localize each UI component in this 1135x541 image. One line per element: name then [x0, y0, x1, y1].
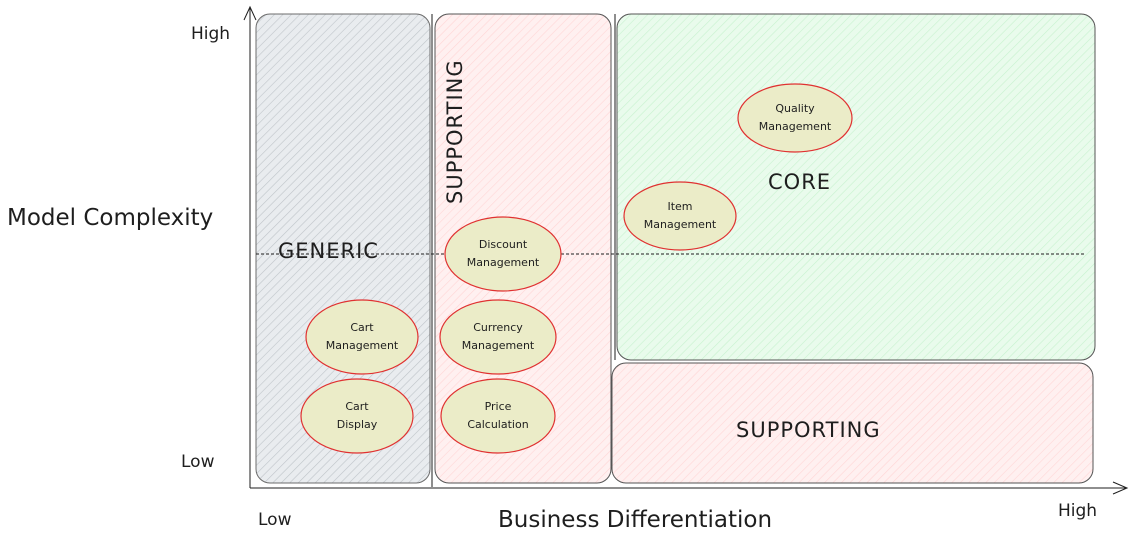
node-shape-discount-management — [444, 216, 562, 292]
zone-core — [616, 13, 1096, 361]
y-axis-arrow — [243, 5, 257, 21]
node-shape-quality-management — [737, 83, 853, 153]
node-shape-currency-management — [439, 299, 557, 375]
node-shape-cart-display — [300, 378, 414, 454]
node-shape-price-calculation — [440, 378, 556, 454]
y-axis-high-label: High — [191, 24, 231, 44]
x-axis-title: Business Differentiation — [498, 507, 773, 533]
node-cart-display: Cart Display — [336, 400, 378, 431]
node-currency-management: Currency Management — [461, 321, 535, 352]
node-discount-management: Discount Management — [466, 238, 540, 269]
zone-supporting-bottom-label: SUPPORTING — [736, 418, 881, 442]
zone-supporting-vertical-label: SUPPORTING — [443, 59, 467, 204]
y-axis-title: Model Complexity — [7, 205, 214, 231]
x-axis-high-label: High — [1058, 501, 1098, 521]
x-axis-low-label: Low — [258, 510, 292, 530]
zone-core-label: CORE — [768, 170, 832, 194]
zone-supporting-bottom — [611, 362, 1094, 484]
node-price-calculation: Price Calculation — [467, 400, 529, 431]
y-axis-low-label: Low — [181, 452, 215, 472]
node-shape-cart-management — [305, 299, 419, 375]
x-axis-arrow — [1112, 481, 1129, 495]
node-cart-management: Cart Management — [325, 321, 399, 352]
node-shape-item-management — [623, 181, 737, 251]
node-item-management: Item Management — [643, 200, 717, 231]
zone-generic-label: GENERIC — [278, 239, 379, 263]
node-quality-management: Quality Management — [758, 102, 832, 133]
